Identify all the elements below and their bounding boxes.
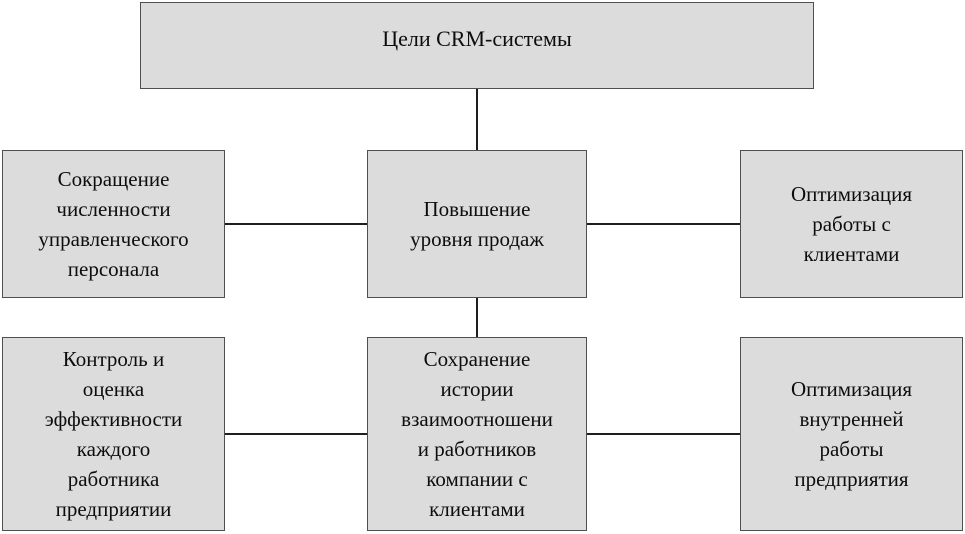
diagram-node-crm-goals: Цели CRM-системы [140,2,814,89]
connector-root-to-sales [476,89,478,150]
diagram-node-history-keeping: Сохранение истории взаимоотношени и рабо… [367,337,587,531]
connector-employee-control-to-history [225,433,367,435]
diagram-node-staff-reduction: Сокращение численности управленческого п… [2,150,225,298]
connector-history-to-internal-work [587,433,740,435]
diagram-node-sales-increase: Повышение уровня продаж [367,150,587,298]
diagram-node-employee-control: Контроль и оценка эффективности каждого … [2,337,225,531]
diagram-node-internal-work-optimization: Оптимизация внутренней работы предприяти… [740,337,963,531]
connector-sales-to-client-work [587,223,740,225]
connector-sales-to-history [476,298,478,337]
connector-staff-reduction-to-sales [225,223,367,225]
diagram-node-client-work-optimization: Оптимизация работы с клиентами [740,150,963,298]
